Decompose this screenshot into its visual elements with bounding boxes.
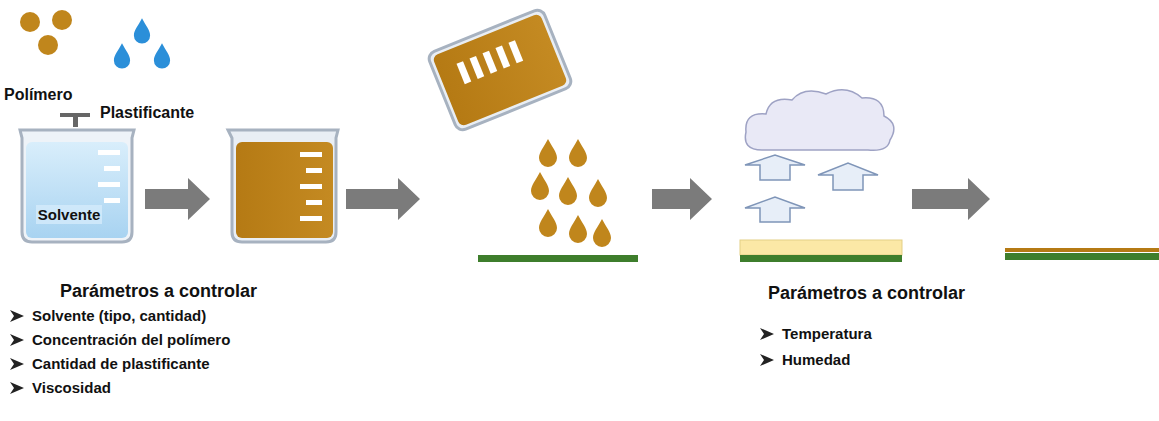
parameter-item: Viscosidad bbox=[32, 379, 111, 396]
evaporation-arrows bbox=[745, 155, 878, 222]
dry-film bbox=[1005, 248, 1159, 252]
section-heading: Parámetros a controlar bbox=[60, 281, 257, 302]
plasticizer-drops bbox=[114, 18, 170, 68]
casting-drops bbox=[531, 139, 611, 247]
node-label: Solvente bbox=[36, 205, 103, 224]
process-arrow bbox=[346, 178, 420, 220]
casting-substrate bbox=[1005, 253, 1159, 260]
parameter-item: Temperatura bbox=[782, 325, 872, 342]
beaker-outline bbox=[18, 128, 136, 244]
process-arrow bbox=[145, 178, 210, 220]
parameter-item: Concentración del polímero bbox=[32, 331, 230, 348]
parameter-item: Cantidad de plastificante bbox=[32, 355, 210, 372]
casting-substrate bbox=[740, 255, 902, 262]
feed-connector bbox=[60, 113, 90, 127]
solvent-beaker: Solvente bbox=[18, 128, 136, 244]
ingredient-label: Plastificante bbox=[100, 104, 194, 122]
parameter-item: Solvente (tipo, cantidad) bbox=[32, 307, 206, 324]
section-heading: Parámetros a controlar bbox=[768, 283, 965, 304]
parameter-item: Humedad bbox=[782, 351, 850, 368]
casting-substrate bbox=[478, 255, 638, 262]
process-arrow bbox=[912, 178, 990, 220]
pouring-beaker bbox=[427, 8, 573, 132]
polymer-solution-beaker bbox=[228, 130, 338, 242]
process-arrow bbox=[652, 178, 712, 220]
polymer-beads bbox=[20, 10, 72, 55]
vapor-cloud bbox=[745, 90, 894, 150]
wet-film bbox=[740, 240, 902, 255]
ingredient-label: Polímero bbox=[4, 86, 72, 104]
